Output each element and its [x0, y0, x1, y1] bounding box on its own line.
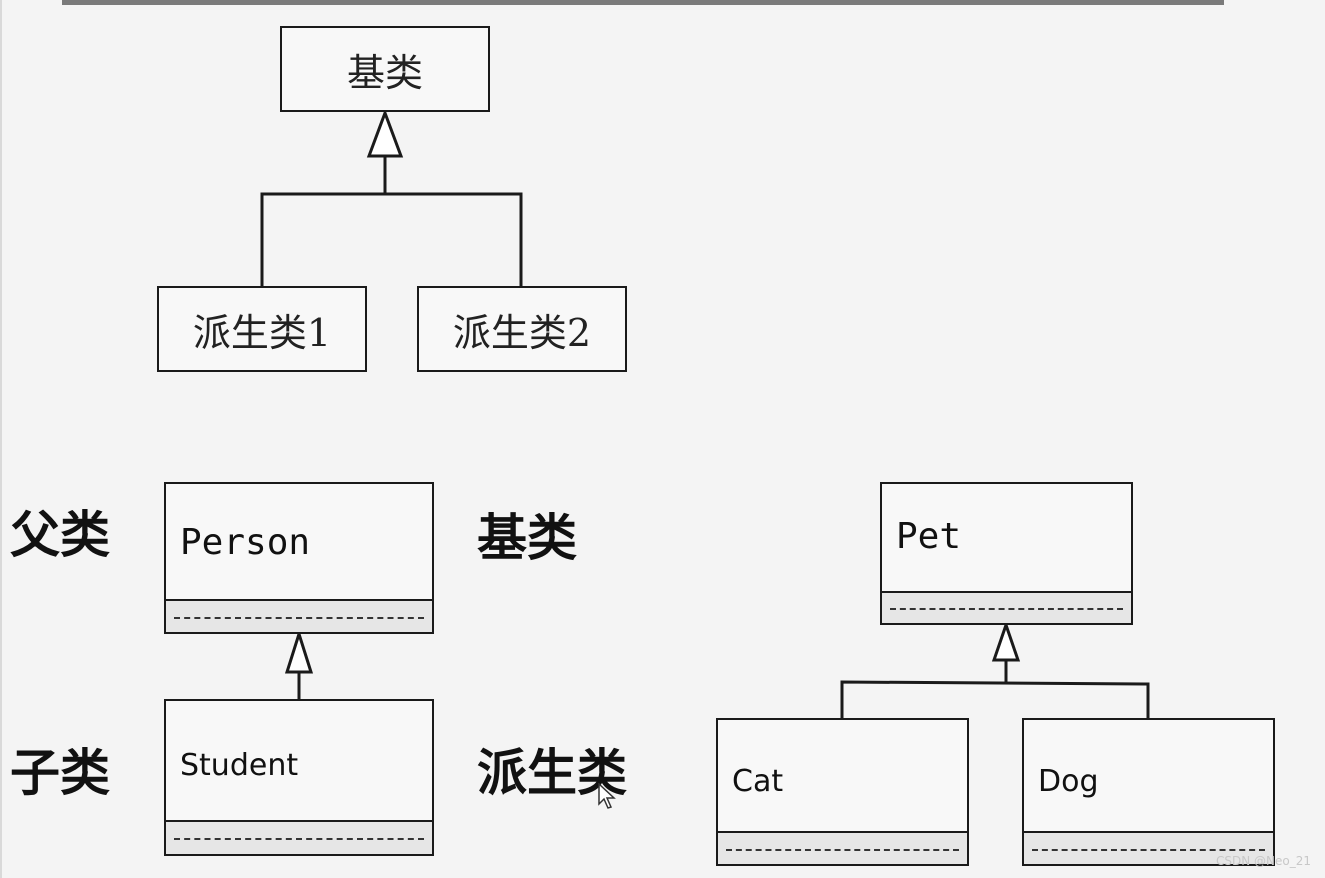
derived-class-2-box: 派生类2 — [417, 286, 627, 372]
student-dashed-line — [174, 838, 424, 840]
pet-class-box: Pet — [880, 482, 1133, 625]
pet-dashed-line — [890, 608, 1123, 610]
student-class-name: Student — [180, 748, 299, 783]
cat-dashed-line — [726, 848, 959, 851]
person-class-attributes — [166, 599, 432, 632]
dog-class-attributes — [1024, 831, 1273, 864]
cat-class-attributes — [718, 831, 967, 864]
left-edge — [0, 0, 2, 878]
top-inheritance-arrow — [366, 108, 404, 158]
base-class-label: 基类 — [346, 50, 423, 95]
derived-class-1-label: 派生类1 — [192, 310, 332, 355]
student-class-box: Student — [164, 699, 434, 856]
pet-class-attributes — [882, 591, 1131, 623]
person-class-name: Person — [180, 522, 311, 563]
student-class-attributes — [166, 820, 432, 854]
pet-class-name: Pet — [896, 516, 962, 557]
dog-class-name: Dog — [1038, 764, 1099, 799]
pet-inheritance-arrow — [991, 620, 1021, 662]
dog-dashed-line — [1032, 848, 1265, 851]
person-dashed-line — [174, 616, 424, 619]
label-child-class: 子类 — [10, 744, 110, 802]
pet-tree-connectors — [840, 660, 1150, 722]
dog-class-box: Dog — [1022, 718, 1275, 866]
person-class-box: Person — [164, 482, 434, 634]
top-bar — [62, 0, 1224, 5]
top-tree-connectors — [260, 156, 523, 287]
mouse-cursor-icon — [598, 783, 616, 809]
base-class-box: 基类 — [280, 26, 490, 112]
watermark: CSDN @Neo_21 — [1216, 854, 1311, 868]
derived-class-2-label: 派生类2 — [452, 310, 592, 355]
cat-class-box: Cat — [716, 718, 969, 866]
derived-class-1-box: 派生类1 — [157, 286, 367, 372]
label-parent-class: 父类 — [10, 506, 110, 564]
person-inheritance-arrow — [284, 629, 314, 674]
label-base-class: 基类 — [477, 509, 577, 567]
cat-class-name: Cat — [732, 764, 784, 799]
